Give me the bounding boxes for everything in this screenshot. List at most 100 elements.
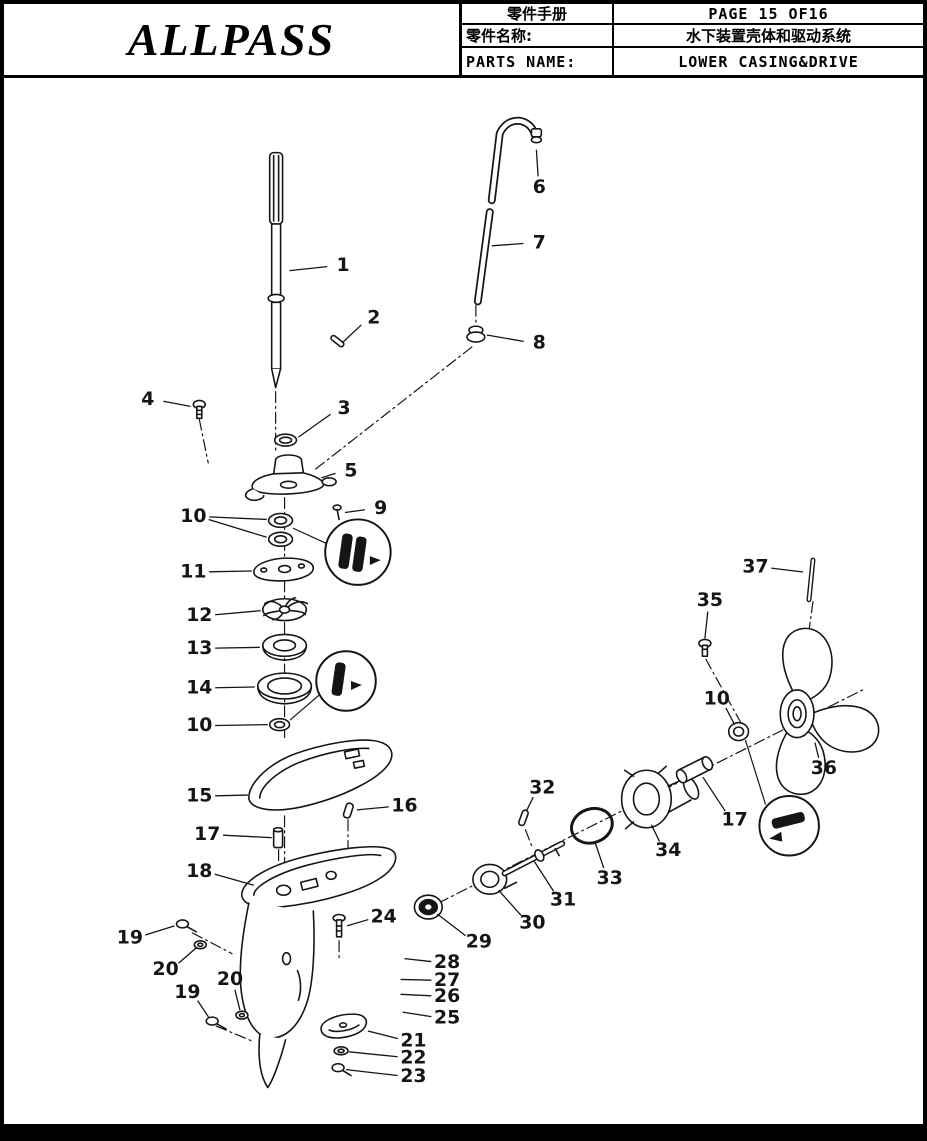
- spacer-17-part: [675, 756, 714, 784]
- leader-line: [341, 324, 362, 344]
- part-number-label: 2: [367, 308, 380, 329]
- part-number-label: 26: [434, 986, 460, 1007]
- leader-line: [344, 509, 366, 514]
- tube-seal-part: [466, 325, 486, 343]
- part-number-label: 8: [533, 332, 546, 353]
- parts-name-cn-label-cell: 零件名称:: [462, 25, 614, 48]
- part-number-label: 19: [174, 982, 200, 1003]
- screw-9-part: [332, 504, 342, 521]
- part-number-label: 29: [466, 931, 492, 952]
- leader-line: [345, 1069, 398, 1077]
- leader-line: [594, 841, 605, 869]
- part-number-label: 24: [371, 906, 397, 927]
- leader-line: [298, 413, 331, 438]
- leader-line: [404, 957, 432, 963]
- impeller-part: [261, 596, 309, 622]
- tube-screw-part: [530, 128, 543, 144]
- leader-line: [533, 861, 555, 892]
- leader-line: [436, 913, 467, 937]
- part-number-label: 4: [141, 389, 154, 410]
- leader-line: [321, 472, 336, 479]
- bolt-4-part: [192, 399, 207, 420]
- leader-line: [145, 925, 175, 936]
- shear-pin-37-part: [806, 557, 816, 603]
- dowel-pin-17-part: [272, 826, 284, 849]
- page-number-cell: PAGE 15 OF16: [614, 4, 923, 25]
- leader-line: [215, 794, 248, 797]
- leader-line: [400, 978, 432, 981]
- page-header: ALLPASS 零件手册 PAGE 15 OF16 零件名称: 水下装置壳体和驱…: [4, 4, 923, 78]
- leader-line: [346, 918, 369, 927]
- brand-box: ALLPASS: [4, 4, 462, 75]
- drive-shaft-part: [267, 151, 285, 389]
- leader-line: [163, 400, 191, 408]
- leader-line: [215, 646, 260, 649]
- part-number-label: 6: [533, 177, 546, 198]
- part-number-label: 37: [742, 557, 768, 578]
- part-number-label: 11: [180, 561, 206, 582]
- circlip-part: [273, 433, 298, 447]
- part-number-label: 16: [391, 795, 417, 816]
- bearing-29-part: [413, 894, 443, 920]
- o-ring-33-part: [570, 806, 614, 845]
- bolt-24-part: [332, 913, 346, 938]
- part-number-label: 34: [655, 840, 681, 861]
- gearcase-part: [239, 845, 397, 1089]
- detail-connectors: [289, 527, 766, 805]
- parts-name-en-value-cell: LOWER CASING&DRIVE: [678, 52, 859, 71]
- leader-line: [771, 567, 804, 573]
- seal-detail-view-a: [324, 518, 392, 586]
- part-number-label: 10: [180, 506, 206, 527]
- part-number-label: 18: [186, 861, 212, 882]
- part-number-label: 13: [186, 638, 212, 659]
- part-number-label: 17: [722, 809, 748, 830]
- part-number-label: 23: [400, 1066, 426, 1087]
- leader-line: [491, 242, 524, 247]
- leader-line: [814, 742, 820, 759]
- leader-line: [356, 806, 389, 811]
- leader-line: [402, 1011, 432, 1018]
- leader-line: [704, 611, 709, 639]
- seal-detail-view-b: [315, 650, 377, 712]
- part-number-label: 36: [811, 758, 837, 779]
- bearing-carrier-34-part: [620, 765, 700, 830]
- part-number-label: 27: [434, 970, 460, 991]
- leader-line: [197, 1000, 210, 1019]
- prop-shaft-31-part: [501, 840, 566, 877]
- part-number-label: 10: [186, 715, 212, 736]
- parts-name-cn-value-cell: 水下装置壳体和驱动系统: [614, 25, 923, 48]
- part-number-label: 28: [434, 952, 460, 973]
- leader-line: [215, 724, 268, 727]
- part-number-label: 20: [152, 959, 178, 980]
- leader-line: [215, 610, 261, 616]
- bolt-19b-part: [205, 1016, 227, 1030]
- part-number-label: 31: [550, 890, 576, 911]
- leader-line: [486, 334, 524, 342]
- part-number-label: 3: [337, 398, 350, 419]
- part-number-label: 21: [400, 1030, 426, 1051]
- leader-line: [725, 707, 736, 725]
- part-number-label: 12: [186, 605, 212, 626]
- leader-line: [348, 1051, 398, 1058]
- leader-line: [234, 989, 241, 1011]
- parts-name-en-label-cell: PARTS NAME:: [462, 48, 614, 75]
- water-pump-housing-part: [244, 454, 337, 502]
- screw-35-part: [698, 638, 712, 658]
- part-number-label: 33: [597, 868, 623, 889]
- part-number-label: 19: [117, 927, 143, 948]
- leader-line: [367, 1030, 399, 1040]
- washer-22-part: [333, 1046, 349, 1056]
- part-number-label: 17: [194, 824, 220, 845]
- bolt-23-part: [331, 1062, 352, 1077]
- manual-label-cell: 零件手册: [462, 4, 614, 25]
- part-number-label: 32: [529, 778, 555, 799]
- leader-line: [215, 686, 255, 689]
- shaft-holder-30-part: [472, 863, 518, 895]
- leader-line: [178, 947, 197, 964]
- part-number-label: 30: [519, 912, 545, 933]
- water-tube-part: [473, 116, 538, 306]
- anode-part: [320, 1013, 368, 1039]
- washer-20a-part: [193, 939, 208, 950]
- bolt-19a-part: [175, 919, 198, 933]
